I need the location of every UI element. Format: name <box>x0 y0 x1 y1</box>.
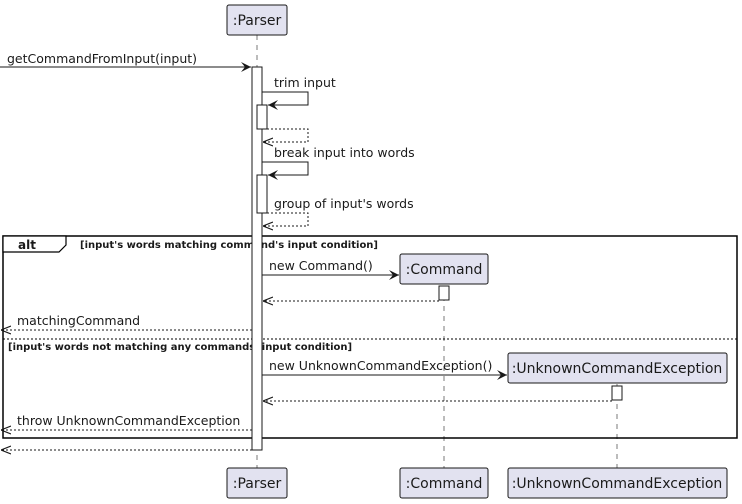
alt-guard-not-matching: [input's words not matching any commands… <box>8 342 352 353</box>
throw-exception-label: throw UnknownCommandException <box>17 413 240 428</box>
parser-participant-bottom <box>226 467 288 499</box>
break-input-label: break input into words <box>274 145 415 160</box>
break-input-arrow <box>262 161 309 180</box>
break-activation <box>256 174 268 214</box>
get-command-label: getCommandFromInput(input) <box>7 51 197 66</box>
parser-participant-bottom-label: :Parser <box>233 476 282 492</box>
matching-command-label: matchingCommand <box>17 313 140 328</box>
unknown-exception-participant <box>507 352 728 384</box>
alt-fragment <box>2 235 738 439</box>
new-unknown-exception-label: new UnknownCommandException() <box>269 358 492 373</box>
group-words-return-arrow <box>263 212 309 226</box>
parser-participant-top-label: :Parser <box>233 13 282 29</box>
alt-keyword: alt <box>18 238 36 252</box>
unknown-exception-activation <box>611 385 623 401</box>
command-participant <box>399 253 489 285</box>
parser-participant-top <box>226 4 288 36</box>
alt-fragment-tab <box>2 235 67 253</box>
unknown-exception-participant-bottom <box>507 467 728 499</box>
trim-return-arrow <box>263 128 309 142</box>
alt-guard-matching: [input's words matching command's input … <box>80 240 378 251</box>
unknown-exception-participant-bottom-label: :UnknownCommandException <box>512 476 723 492</box>
trim-activation <box>256 104 268 130</box>
group-words-label: group of input's words <box>274 196 414 211</box>
command-participant-label: :Command <box>406 262 483 278</box>
trim-input-arrow <box>262 91 309 110</box>
new-command-label: new Command() <box>269 258 373 273</box>
unknown-exception-participant-label: :UnknownCommandException <box>512 361 723 377</box>
command-activation <box>438 285 450 301</box>
command-participant-bottom-label: :Command <box>406 476 483 492</box>
parser-activation <box>251 66 263 451</box>
command-participant-bottom <box>399 467 489 499</box>
trim-input-label: trim input <box>274 75 336 90</box>
